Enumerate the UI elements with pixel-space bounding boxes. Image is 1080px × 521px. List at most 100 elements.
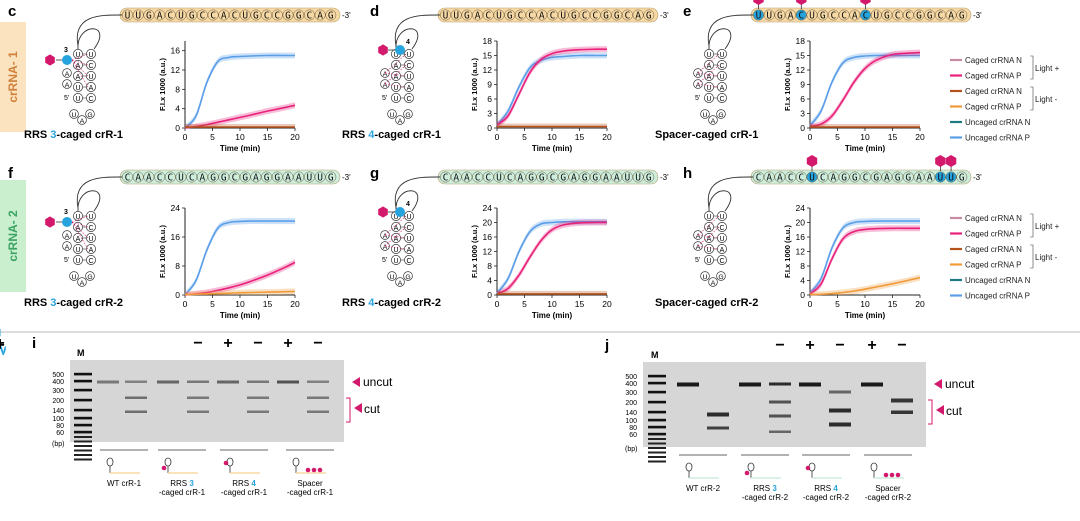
nucleotide (838, 9, 850, 21)
nucleotide-letter: U (75, 85, 80, 92)
photocage-hexagon (45, 216, 55, 228)
gel-band (769, 400, 791, 404)
nucleotide-letter: U (88, 74, 93, 81)
nucleotide-letter: A (407, 85, 412, 92)
nucleotide (69, 271, 79, 281)
series-line (184, 261, 296, 296)
nucleotide-letter: A (80, 118, 85, 125)
ladder-band (74, 423, 92, 427)
nucleotide-letter: G (718, 112, 723, 119)
nucleotide-letter: A (707, 63, 712, 70)
photocage-hexagon (935, 155, 946, 167)
nucleotide (132, 171, 144, 183)
mini-crrna-icon (106, 457, 114, 467)
series-line (809, 227, 920, 295)
gel-band (247, 380, 269, 383)
caged-nucleotide (62, 217, 72, 227)
nucleotide-letter: U (406, 52, 411, 59)
nucleotide-letter: A (614, 172, 620, 183)
light-sign: + (283, 335, 292, 352)
legend-entry: Caged crRNA N (965, 214, 1022, 223)
caption-num: 4 (833, 484, 838, 493)
gel-band (861, 382, 883, 387)
gel-band (307, 410, 329, 413)
gel-band (187, 396, 209, 399)
nucleotide (716, 109, 726, 119)
x-tick-label: 15 (888, 132, 898, 142)
nucleotide-letter: A (635, 10, 641, 21)
nucleotide-letter: G (189, 10, 195, 21)
caged-nucleotide (395, 45, 405, 55)
legend-light-minus: Light - (1035, 253, 1058, 262)
nucleotide-letter: A (394, 63, 399, 70)
nucleotide-letter: G (777, 10, 783, 21)
legend-entry: Uncaged crRNA N (965, 276, 1031, 285)
light-sign: − (313, 335, 322, 352)
nucleotide (271, 9, 283, 21)
title-post: -caged crR-2 (56, 297, 123, 309)
nucleotide (303, 9, 315, 21)
nucleotide (482, 9, 494, 21)
nucleotide-letter: A (65, 82, 70, 89)
nucleotide-letter: U (390, 112, 395, 119)
title-num: 3 (50, 297, 56, 309)
nucleotide (700, 109, 710, 119)
nucleotide-letter: G (571, 10, 577, 21)
hbond-dashed (71, 59, 89, 77)
hairpin-loop (395, 28, 419, 50)
lane-caption: RRS 4 (232, 479, 256, 488)
ladder-band (648, 410, 666, 414)
gel-panel_i: iM−+−+−+UV5004003002001401008060(bp)uncu… (0, 329, 393, 497)
nucleotide (525, 171, 537, 183)
y-tick-label: 18 (483, 36, 493, 46)
series-line (496, 221, 608, 295)
nucleotide-letter: A (76, 63, 81, 70)
nucleotide (69, 109, 79, 119)
title-num: 4 (368, 297, 375, 309)
nucleotide-letter: A (948, 10, 954, 21)
y-axis-label: F.I.x 1000 (a.u.) (783, 58, 792, 111)
nucleotide-letter: C (406, 225, 411, 232)
lane-caption-line2: -caged crR-2 (865, 493, 912, 502)
nucleotide (403, 109, 413, 119)
nucleotide (62, 68, 72, 78)
nucleotide-letter: G (718, 274, 723, 281)
nucleotide-letter: C (485, 10, 491, 21)
nucleotide-letter: C (756, 172, 762, 183)
light-sign: − (253, 335, 262, 352)
ladder-size-label: 100 (625, 418, 637, 425)
photocage-hexagon (753, 0, 764, 5)
mini-cage (161, 465, 167, 471)
nucleotide-letter: A (76, 236, 81, 243)
ladder-band (74, 416, 92, 420)
nucleotide-letter: A (296, 172, 302, 183)
photocage-hexagon (378, 206, 388, 218)
gel-band (891, 398, 913, 403)
y-tick-label: 12 (483, 65, 493, 75)
nucleotide-letter: C (167, 172, 173, 183)
x-tick-label: 0 (183, 299, 188, 309)
series-line (496, 48, 608, 126)
title-num: 3 (50, 129, 56, 141)
panel-title: RRS 3-caged crR-2 (24, 297, 123, 309)
hairpin-loop (395, 190, 419, 212)
nucleotide (218, 9, 230, 21)
nucleotide-letter: U (125, 10, 131, 21)
nucleotide (62, 79, 72, 89)
lane-caption: RRS 3 (753, 484, 777, 493)
nucleotide-letter: U (178, 10, 184, 21)
y-axis-label: F.I.x 1000 (a.u.) (158, 58, 167, 111)
nucleotide-letter: U (75, 247, 80, 254)
panel-letter: d (370, 3, 379, 20)
nucleotide (440, 9, 451, 21)
y-tick-label: 0 (800, 123, 805, 133)
series-ci-band (497, 218, 607, 295)
uncut-arrow (934, 379, 942, 389)
gel-band (769, 382, 791, 386)
nucleotide-letter: C (88, 258, 93, 265)
nucleotide (461, 171, 473, 183)
